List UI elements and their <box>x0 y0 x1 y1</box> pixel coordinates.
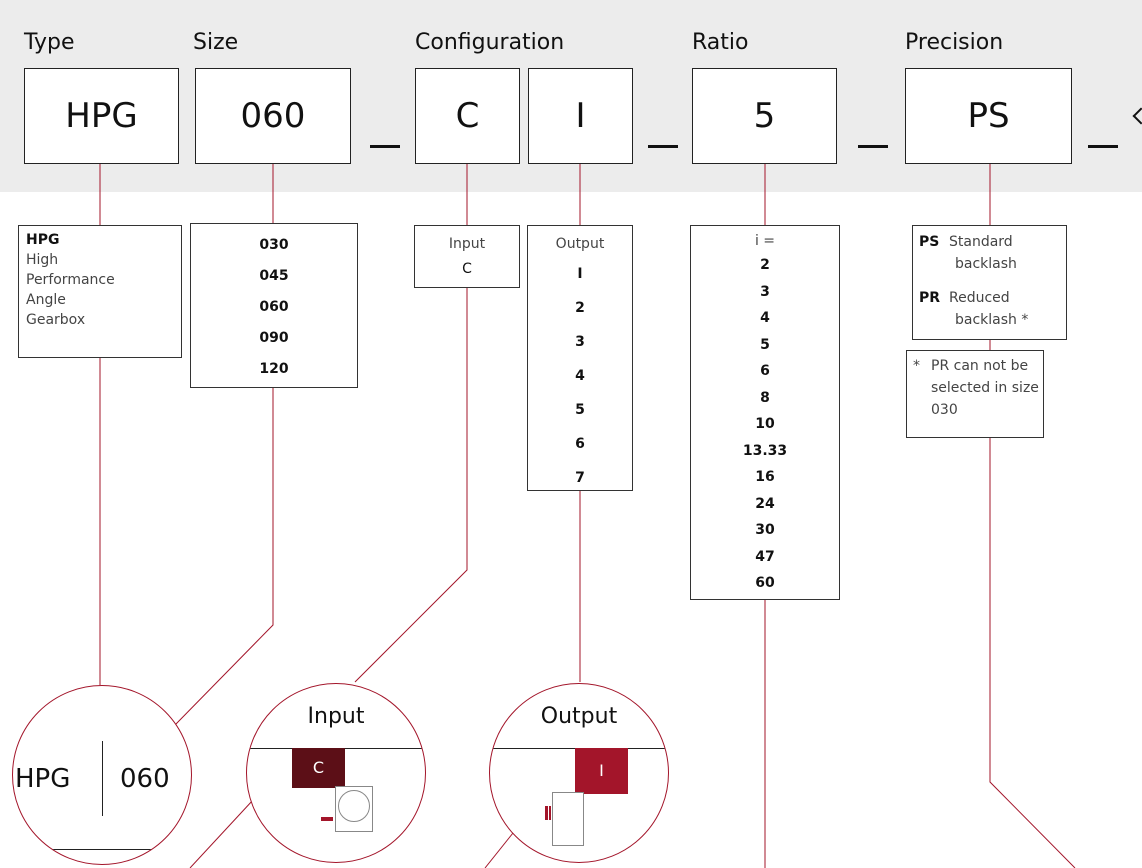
code-box-precision[interactable]: PS <box>905 68 1072 164</box>
code-box-ratio[interactable]: 5 <box>692 68 837 164</box>
output-circle-title: Output <box>540 704 618 729</box>
output-option[interactable]: 7 <box>575 470 585 486</box>
precision-option-code: PS <box>919 234 940 250</box>
code-box-type[interactable]: HPG <box>24 68 179 164</box>
type-option-line: Performance <box>26 272 115 288</box>
output-option[interactable]: I <box>577 266 583 282</box>
precision-note-line: selected in size <box>931 380 1039 396</box>
input-circle-tag: C <box>292 748 345 788</box>
size-option[interactable]: 120 <box>259 361 289 377</box>
size-option[interactable]: 090 <box>259 330 289 346</box>
type-option-code: HPG <box>26 232 60 248</box>
output-options-box: Output I 2 3 4 5 6 7 <box>527 225 633 491</box>
size-option[interactable]: 030 <box>259 237 289 253</box>
type-size-circle: HPG 060 <box>12 685 192 865</box>
header-size: Size <box>193 30 239 55</box>
output-option[interactable]: 3 <box>575 334 585 350</box>
output-shaft-icon <box>545 806 548 820</box>
gearbox-housing-icon <box>552 792 584 846</box>
code-box-input[interactable]: C <box>415 68 520 164</box>
ratio-option[interactable]: 2 <box>760 257 770 273</box>
precision-option-ps[interactable]: PS Standard backlash <box>919 231 1060 283</box>
ratio-option[interactable]: 47 <box>755 548 775 565</box>
ratio-option-label: i = <box>754 233 776 249</box>
output-option[interactable]: 4 <box>575 368 585 384</box>
size-options-box: 030 045 060 090 120 <box>190 223 358 388</box>
header-type: Type <box>24 30 75 55</box>
output-option[interactable]: 5 <box>575 402 585 418</box>
precision-options-box: PS Standard backlash PR Reduced backlash… <box>912 225 1067 340</box>
input-option-label: Input <box>448 236 486 252</box>
ratio-option[interactable]: 13.33 <box>742 442 788 459</box>
precision-note-line: 030 <box>931 402 958 418</box>
output-circle: Output I <box>489 683 669 863</box>
header-ratio: Ratio <box>692 30 749 55</box>
precision-option-line: backlash <box>955 256 1017 272</box>
output-circle-tag: I <box>575 748 628 794</box>
ratio-options-box: i = 2 3 4 5 6 8 10 13.33 16 24 30 47 60 <box>690 225 840 600</box>
ratio-option[interactable]: 5 <box>760 336 770 353</box>
header-precision: Precision <box>905 30 1004 55</box>
type-option-box: HPG High Performance Angle Gearbox <box>18 225 182 358</box>
separator-dash <box>648 145 678 148</box>
input-option-value[interactable]: C <box>462 261 472 277</box>
header-configuration: Configuration <box>415 30 565 55</box>
ratio-option[interactable]: 10 <box>755 416 775 432</box>
ratio-option[interactable]: 4 <box>760 310 770 326</box>
ratio-option[interactable]: 6 <box>760 363 770 379</box>
type-option-line: Gearbox <box>26 312 86 328</box>
output-option[interactable]: 2 <box>575 300 585 316</box>
ratio-option[interactable]: 8 <box>760 389 770 406</box>
ratio-option[interactable]: 3 <box>760 283 770 300</box>
connector-size-bottom <box>174 388 274 726</box>
connector-precision-bottom <box>989 438 1076 868</box>
ratio-option[interactable]: 16 <box>755 469 775 485</box>
separator-dash <box>370 145 400 148</box>
precision-option-line: Standard <box>949 234 1013 250</box>
code-box-output[interactable]: I <box>528 68 633 164</box>
precision-note-box: * PR can not be selected in size 030 <box>906 350 1044 438</box>
separator-dash <box>1088 145 1118 148</box>
input-circle-title: Input <box>307 704 365 729</box>
precision-option-pr[interactable]: PR Reduced backlash * <box>919 283 1060 335</box>
circle-baseline <box>13 849 191 850</box>
output-option[interactable]: 6 <box>575 436 585 452</box>
precision-option-line: Reduced <box>949 290 1010 306</box>
circle-size-code: 060 <box>120 764 170 794</box>
ratio-option[interactable]: 60 <box>755 575 775 591</box>
precision-option-code: PR <box>919 290 941 306</box>
input-flange-icon <box>321 817 333 821</box>
size-option[interactable]: 060 <box>259 299 289 315</box>
connector-input-circle-out <box>189 799 254 868</box>
circle-type-code: HPG <box>15 764 71 794</box>
precision-option-line: backlash * <box>955 312 1029 328</box>
input-circle: Input C <box>246 683 426 863</box>
ratio-option[interactable]: 24 <box>755 495 775 512</box>
input-shaft-icon <box>338 790 370 822</box>
circle-divider <box>102 741 103 816</box>
type-option-line: Angle <box>26 292 66 308</box>
ratio-option[interactable]: 30 <box>755 522 775 538</box>
size-option[interactable]: 045 <box>259 268 289 284</box>
output-option-label: Output <box>555 236 605 252</box>
separator-dash <box>858 145 888 148</box>
code-box-size[interactable]: 060 <box>195 68 351 164</box>
precision-note-line: PR can not be <box>931 358 1029 374</box>
output-shaft-icon <box>549 806 551 820</box>
input-option-box: Input C <box>414 225 520 288</box>
type-option-line: High <box>26 252 59 268</box>
precision-note-mark: * <box>913 358 920 374</box>
connector-input-bottom <box>354 288 468 683</box>
